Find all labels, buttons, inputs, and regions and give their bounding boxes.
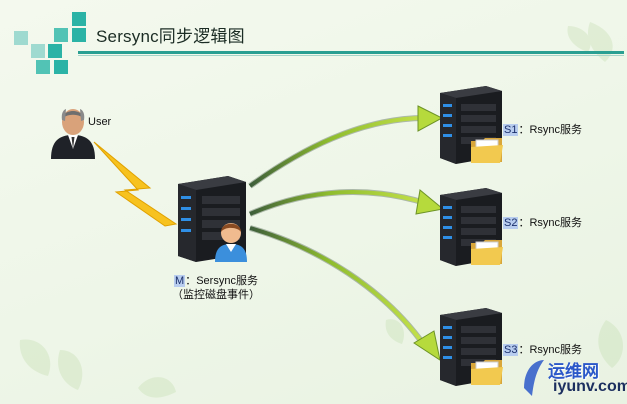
title-square [72, 12, 86, 26]
arrow-to-s3 [249, 225, 441, 362]
master-server-icon [178, 176, 246, 262]
slave-s2-tag: S2 [503, 217, 519, 229]
title-square [54, 28, 68, 42]
slave-s3-tag: S3 [503, 344, 519, 356]
master-note: （监控磁盘事件） [172, 289, 260, 301]
title-square [31, 44, 45, 58]
title-underline-thin [78, 55, 624, 56]
title-square [14, 31, 28, 45]
watermark-cn: 运维网 [548, 362, 599, 381]
master-caption: M：Sersync服务 （监控磁盘事件） [166, 274, 266, 302]
folder-icon [471, 138, 503, 163]
folder-icon [471, 240, 503, 265]
watermark-logo-icon [524, 360, 544, 396]
slave-s2-role: ：Rsync服务 [518, 217, 583, 229]
user-label: User [88, 116, 112, 128]
slave-s2-label: S2：Rsync服务 [503, 214, 582, 230]
master-tag: M [174, 275, 186, 287]
arrow-to-s2 [248, 189, 445, 217]
businessman-icon [51, 109, 95, 159]
folder-icon [471, 360, 503, 385]
title-square [36, 60, 50, 74]
slave-s3-label: S3：Rsync服务 [503, 341, 582, 357]
slave-s1-role: ：Rsync服务 [518, 124, 583, 136]
title-square [72, 28, 86, 42]
master-role: ：Sersync服务 [185, 275, 258, 287]
title-square [48, 44, 62, 58]
admin-person-icon [215, 223, 247, 262]
slave-s3-role: ：Rsync服务 [518, 344, 583, 356]
title-underline [78, 51, 624, 54]
arrow-to-s1 [248, 105, 444, 189]
watermark-en: iyunv.com [553, 378, 627, 395]
slave-s1-tag: S1 [503, 124, 519, 136]
diagram-title: Sersync同步逻辑图 [96, 27, 245, 46]
title-square [54, 60, 68, 74]
slave-s1-label: S1：Rsync服务 [503, 121, 582, 137]
